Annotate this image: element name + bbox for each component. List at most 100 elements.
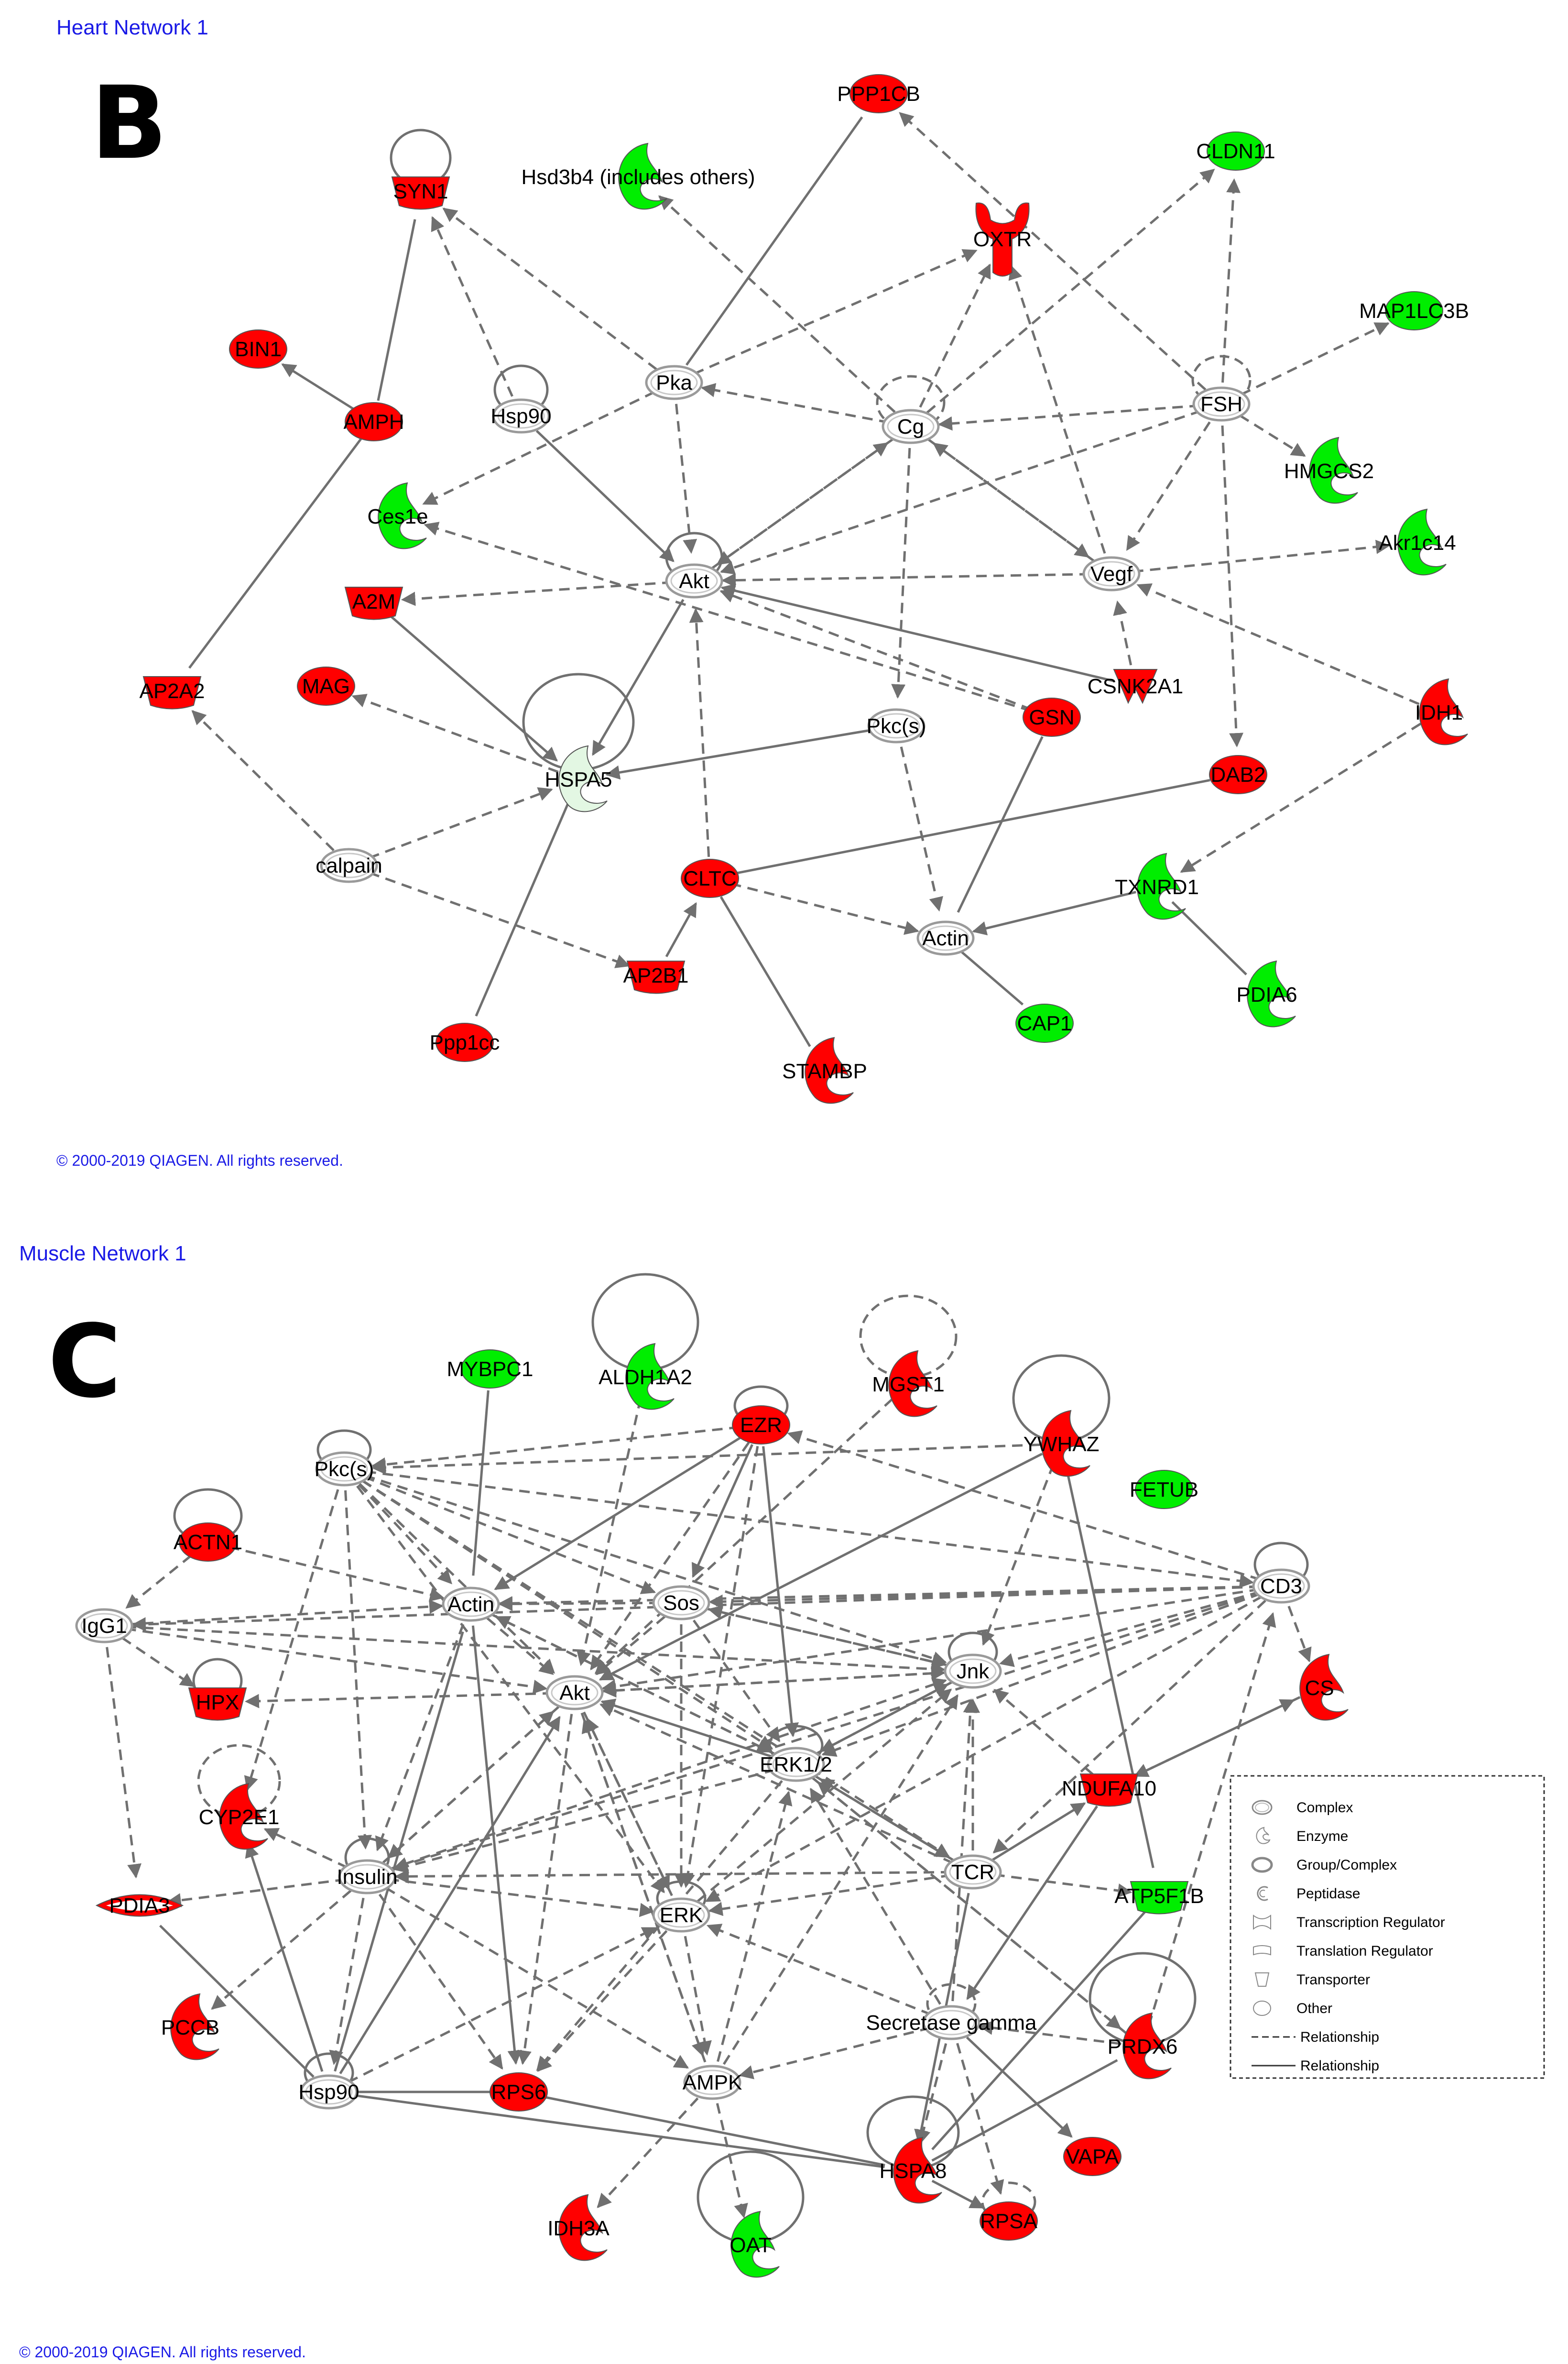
- heart-node-hsp90[interactable]: Hsp90: [490, 398, 552, 434]
- muscle-node-cyp2e1[interactable]: CYP2E1: [199, 1783, 280, 1850]
- heart-node-pka[interactable]: Pka: [645, 365, 703, 400]
- muscle-node-ezr[interactable]: EZR: [732, 1405, 790, 1445]
- heart-node-txnrd1[interactable]: TXNRD1: [1115, 853, 1199, 920]
- muscle-node-actin-label: Actin: [447, 1593, 494, 1616]
- muscle-node-cs[interactable]: CS: [1299, 1653, 1349, 1721]
- heart-node-txnrd1-label: TXNRD1: [1115, 876, 1199, 899]
- legend-label-dashed: Relationship: [1300, 2029, 1379, 2045]
- heart-node-a2m-shape: [344, 587, 403, 620]
- heart-node-akr1c14[interactable]: Akr1c14: [1379, 508, 1456, 576]
- muscle-node-aldh1a2[interactable]: ALDH1A2: [599, 1343, 692, 1410]
- muscle-node-insulin[interactable]: Insulin: [337, 1859, 398, 1894]
- heart-edge-HSPA5-Ppp1cc: [475, 799, 571, 1017]
- heart-edge-FSH-MAP1LC3B: [1240, 322, 1390, 396]
- muscle-edge-Actin-Insulin: [375, 1624, 465, 1851]
- heart-node-ppp1cb[interactable]: PPP1CB: [837, 74, 920, 113]
- muscle-node-hsp90[interactable]: Hsp90: [298, 2074, 359, 2110]
- muscle-node-hspa8[interactable]: HSPA8: [879, 2136, 947, 2204]
- heart-node-ppp1cc-shape: [436, 1023, 494, 1062]
- heart-node-csnk2a1[interactable]: CSNK2A1: [1088, 669, 1184, 704]
- heart-node-cltc[interactable]: CLTC: [681, 859, 739, 898]
- heart-node-hspa5[interactable]: HSPA5: [544, 745, 612, 812]
- heart-node-akr1c14-shape: [1397, 508, 1447, 576]
- muscle-edge-Hsp90-CYP2E1: [245, 1843, 324, 2072]
- muscle-node-rpsa[interactable]: RPSA: [980, 2201, 1038, 2241]
- muscle-node-jnk[interactable]: Jnk: [944, 1653, 1002, 1689]
- heart-node-oxtr[interactable]: OXTR: [973, 202, 1032, 277]
- heart-node-hmgcs2[interactable]: HMGCS2: [1284, 437, 1374, 504]
- muscle-node-actn1[interactable]: ACTN1: [174, 1522, 242, 1562]
- heart-node-amph[interactable]: AMPH: [343, 402, 404, 441]
- muscle-edge-MYBPC1-Actin: [472, 1390, 490, 1576]
- heart-network-title: Heart Network 1: [56, 16, 208, 39]
- muscle-node-vapa[interactable]: VAPA: [1063, 2137, 1122, 2176]
- heart-node-dab2[interactable]: DAB2: [1209, 755, 1267, 794]
- heart-node-fsh[interactable]: FSH: [1192, 386, 1251, 422]
- muscle-node-tcr[interactable]: TCR: [944, 1854, 1002, 1890]
- muscle-node-pdia3[interactable]: PDIA3: [95, 1894, 184, 1917]
- muscle-edge-Hsp90-PDIA3: [159, 1925, 315, 2078]
- muscle-node-prdx6-label: PRDX6: [1108, 2035, 1178, 2058]
- muscle-node-ndufa10[interactable]: NDUFA10: [1062, 1773, 1156, 1807]
- muscle-node-ampk[interactable]: AMPK: [683, 2065, 742, 2100]
- muscle-node-idh3a[interactable]: IDH3A: [547, 2194, 610, 2261]
- muscle-node-hpx[interactable]: HPX: [188, 1687, 247, 1721]
- heart-node-cldn11[interactable]: CLDN11: [1196, 131, 1275, 171]
- muscle-edge-Pkcs-Actin: [358, 1484, 453, 1585]
- muscle-edge-CD3-EZR: [787, 1430, 1261, 1581]
- muscle-node-secretase[interactable]: Secretase gamma: [866, 2005, 1037, 2040]
- muscle-node-atp5f1b[interactable]: ATP5F1B: [1114, 1881, 1204, 1915]
- muscle-node-prdx6[interactable]: PRDX6: [1108, 2012, 1178, 2079]
- muscle-node-sos[interactable]: Sos: [652, 1585, 710, 1620]
- muscle-node-erk12[interactable]: ERK1/2: [760, 1747, 832, 1782]
- heart-edge-AMPH-BIN1: [281, 363, 357, 412]
- heart-node-hsd3b4[interactable]: Hsd3b4 (includes others): [521, 142, 755, 210]
- muscle-node-rps6[interactable]: RPS6: [490, 2072, 548, 2112]
- muscle-selfloop-CYP2E1: [197, 1744, 281, 1818]
- heart-node-ppp1cc[interactable]: Ppp1cc: [430, 1023, 500, 1062]
- muscle-node-erk-shape-inner: [657, 1902, 705, 1928]
- heart-node-idh1[interactable]: IDH1: [1415, 678, 1468, 745]
- heart-node-calpain[interactable]: calpain: [316, 848, 382, 883]
- heart-node-ap2a2[interactable]: AP2A2: [140, 676, 205, 710]
- muscle-edge-TCR-Insulin: [394, 1869, 952, 1884]
- heart-node-amph-label: AMPH: [343, 410, 404, 434]
- muscle-node-pkcs[interactable]: Pkc(s): [315, 1451, 374, 1487]
- muscle-node-akt[interactable]: Akt: [545, 1675, 604, 1710]
- muscle-node-igg1[interactable]: IgG1: [75, 1608, 133, 1643]
- muscle-node-actin[interactable]: Actin: [442, 1587, 500, 1622]
- heart-node-ap2b1[interactable]: AP2B1: [623, 961, 689, 994]
- heart-node-cap1[interactable]: CAP1: [1015, 1004, 1074, 1043]
- heart-node-bin1[interactable]: BIN1: [229, 329, 287, 369]
- muscle-node-sos-shape-inner: [657, 1590, 705, 1616]
- muscle-node-mybpc1[interactable]: MYBPC1: [447, 1349, 534, 1389]
- heart-node-cg[interactable]: Cg: [882, 409, 940, 444]
- muscle-node-mgst1[interactable]: MGST1: [872, 1350, 945, 1417]
- heart-node-gsn[interactable]: GSN: [1023, 698, 1081, 737]
- heart-node-akt[interactable]: Akt: [665, 563, 723, 599]
- heart-node-pdia6[interactable]: PDIA6: [1236, 960, 1297, 1028]
- muscle-node-fetub[interactable]: FETUB: [1130, 1470, 1198, 1509]
- muscle-node-oat[interactable]: OAT: [730, 2211, 780, 2278]
- heart-node-mag[interactable]: MAG: [297, 667, 355, 706]
- heart-edge-Akt-HSPA5: [592, 599, 685, 756]
- heart-edge-FSH-DAB2: [1221, 425, 1244, 748]
- muscle-edge-Hsp90-HSPA8: [350, 2093, 885, 2168]
- heart-node-syn1[interactable]: SYN1: [391, 176, 450, 210]
- heart-node-ces1e[interactable]: Ces1e: [367, 482, 428, 549]
- heart-node-actin[interactable]: Actin: [916, 920, 975, 956]
- legend-label-complex: Complex: [1296, 1800, 1353, 1816]
- muscle-node-erk[interactable]: ERK: [652, 1897, 710, 1933]
- muscle-node-pccb[interactable]: PCCB: [161, 1993, 219, 2060]
- heart-node-map1lc3b[interactable]: MAP1LC3B: [1359, 291, 1469, 330]
- muscle-node-mybpc1-label: MYBPC1: [447, 1357, 534, 1381]
- muscle-node-cd3[interactable]: CD3: [1252, 1568, 1310, 1604]
- heart-node-vegf[interactable]: Vegf: [1082, 556, 1141, 591]
- heart-node-stambp[interactable]: STAMBP: [782, 1037, 867, 1104]
- muscle-node-ywhaz[interactable]: YWHAZ: [1024, 1410, 1100, 1477]
- heart-node-a2m[interactable]: A2M: [344, 587, 403, 620]
- muscle-edge-ERK12-Jnk: [814, 1683, 949, 1756]
- heart-node-pkcs[interactable]: Pkc(s): [867, 708, 926, 744]
- muscle-edge-YWHAZ-Akt: [599, 1453, 1043, 1681]
